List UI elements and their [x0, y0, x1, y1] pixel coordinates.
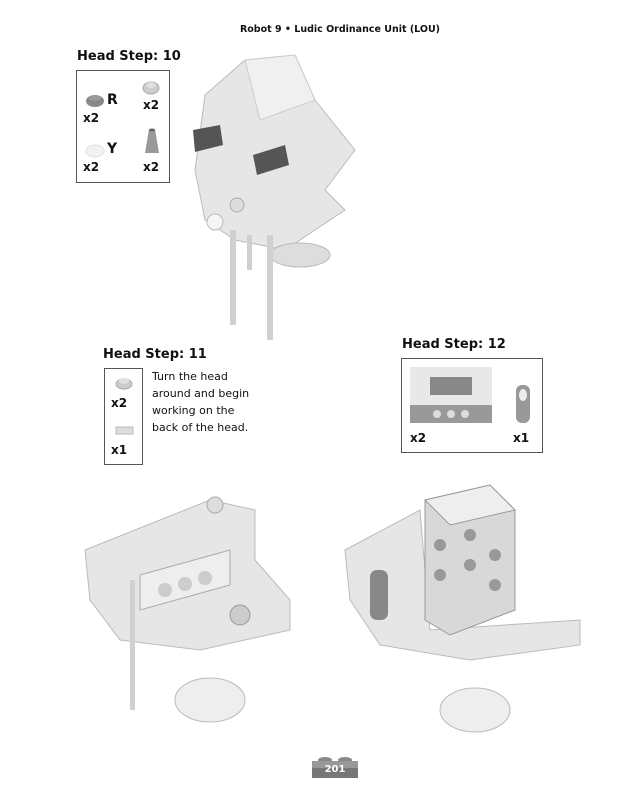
- step-11-parts-box: x2 x1: [104, 368, 143, 465]
- step-10-model-illustration: [193, 54, 356, 340]
- step-12-title: Head Step: 12: [402, 337, 506, 352]
- step-11-model-illustration: [84, 496, 291, 723]
- round-plate-white-icon: [85, 144, 105, 158]
- part-qty: x1: [513, 431, 530, 445]
- part-qty: x2: [111, 396, 128, 410]
- pin-icon: [115, 426, 134, 435]
- page-number: 201: [324, 764, 346, 775]
- part-color-label: R: [107, 92, 118, 108]
- round-plate-dark-icon: [86, 95, 104, 107]
- part-qty: x2: [143, 160, 160, 174]
- part-qty: x2: [83, 160, 100, 174]
- part-qty: x2: [410, 431, 427, 445]
- page-number-brick: 201: [312, 756, 358, 778]
- step-11-title: Head Step: 11: [103, 347, 207, 362]
- step-11-instruction: Turn the head around and begin working o…: [152, 370, 250, 434]
- technic-pin-connector-icon: [516, 385, 530, 423]
- part-qty: x1: [111, 443, 128, 457]
- round-plate-light-icon: [115, 378, 133, 390]
- technic-brick-with-holes-icon: [410, 367, 492, 423]
- brick-icon: [312, 757, 358, 778]
- step-10-parts-box: R x2 x2 Y x2 x2: [76, 70, 170, 183]
- step-10-title: Head Step: 10: [77, 49, 181, 64]
- round-plate-light-icon: [142, 81, 160, 95]
- part-color-label: Y: [107, 141, 118, 157]
- running-header: Robot 9 • Ludic Ordinance Unit (LOU): [239, 24, 441, 35]
- cone-icon: [145, 128, 159, 153]
- part-qty: x2: [83, 111, 100, 125]
- step-12-model-illustration: [344, 484, 581, 733]
- part-qty: x2: [143, 98, 160, 112]
- step-12-parts-box: x2 x1: [401, 358, 543, 453]
